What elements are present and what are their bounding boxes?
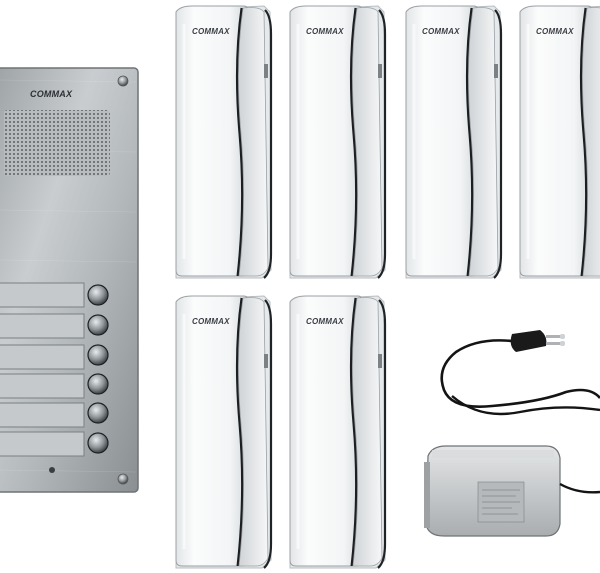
handset-5: COMMAX	[174, 294, 273, 570]
eu-plug-icon	[510, 330, 565, 352]
handset-3: COMMAX	[404, 4, 503, 280]
panel-screw-bottom-icon	[117, 473, 129, 485]
handset-4: COMMAX	[518, 4, 600, 280]
handset-1: COMMAX	[174, 4, 273, 280]
handset-5-brand-label: COMMAX	[192, 317, 230, 326]
handset-6: COMMAX	[288, 294, 387, 570]
handset-3-brand-label: COMMAX	[422, 27, 460, 36]
power-supply-unit	[424, 445, 600, 537]
handset-2-brand-label: COMMAX	[306, 27, 344, 36]
panel-brand-label: COMMAX	[30, 89, 73, 99]
call-button-4	[87, 373, 109, 395]
handset-6-brand-label: COMMAX	[306, 317, 344, 326]
call-buttons	[87, 284, 109, 454]
panel-screw-icon	[117, 75, 129, 87]
panel-microphone-icon	[49, 467, 55, 473]
power-cable	[440, 330, 600, 416]
handset-4-brand-label: COMMAX	[536, 27, 574, 36]
handset-2: COMMAX	[288, 4, 387, 280]
handset-1-brand-label: COMMAX	[192, 27, 230, 36]
call-button-2	[87, 314, 109, 336]
call-button-3	[87, 344, 109, 366]
name-plate-rows	[0, 282, 85, 457]
door-station-panel: COMMAX	[0, 67, 139, 493]
call-button-5	[87, 402, 109, 424]
call-button-1	[87, 284, 109, 306]
call-button-6	[87, 432, 109, 454]
speaker-grille	[4, 110, 110, 176]
